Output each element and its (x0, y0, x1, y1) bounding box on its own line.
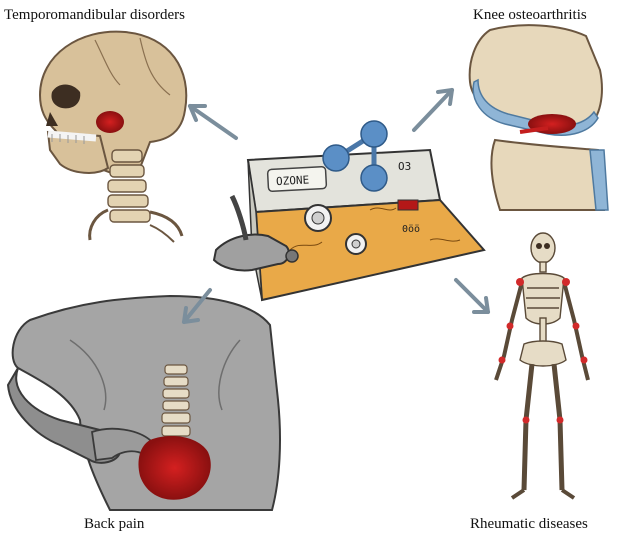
skull-icon (40, 32, 186, 242)
skeleton-icon (496, 233, 588, 498)
label-temporomandibular-disorders: Temporomandibular disorders (4, 8, 185, 23)
device-display-text: OZONE (276, 173, 310, 188)
device-dial-text: 0öö (402, 224, 420, 235)
device-panel-text: O3 (398, 160, 411, 173)
arrow-to-tmd-icon (190, 106, 236, 138)
arrow-to-rheumatic-icon (456, 280, 488, 312)
label-back-pain: Back pain (84, 517, 144, 532)
label-rheumatic-diseases: Rheumatic diseases (470, 517, 588, 532)
knee-joint-icon (470, 25, 608, 210)
back-torso-icon (8, 296, 280, 510)
label-knee-osteoarthritis: Knee osteoarthritis (473, 8, 587, 23)
arrow-to-knee-icon (414, 90, 452, 130)
